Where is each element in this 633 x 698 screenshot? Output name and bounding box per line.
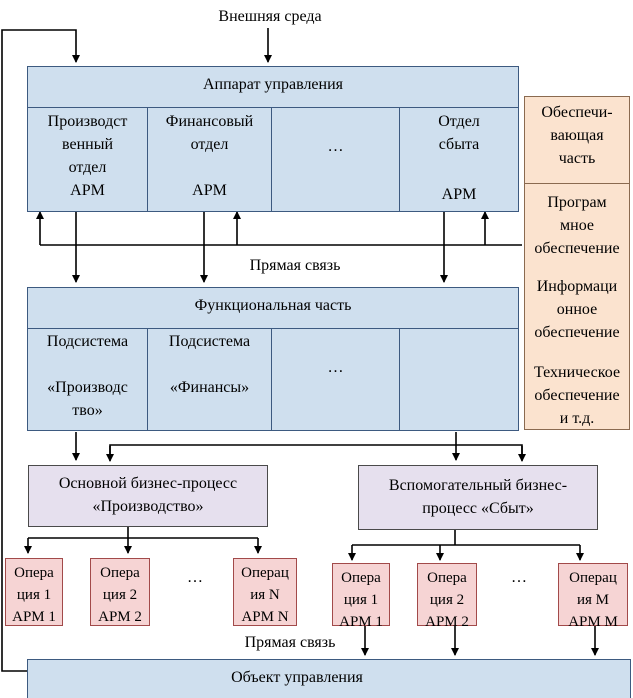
management-object: Объект управления (27, 659, 631, 698)
subsystem-ellipsis: … (272, 328, 400, 430)
operation-right-2: Опера ция 2 АРМ 2 (417, 563, 477, 630)
functional-title: Функциональная часть (194, 297, 352, 314)
main-business-process: Основной бизнес-процесс «Производство» (28, 465, 268, 527)
department-ellipsis: … (272, 107, 400, 211)
support-information: Информаци онное обеспечение (534, 278, 620, 341)
support-title: Обеспечи- вающая часть (541, 104, 613, 167)
operation-left-n: Операц ия N АРМ N (233, 558, 297, 626)
department-production: Производст венный отдел АРМ (28, 107, 148, 211)
support-software: Програм мное обеспечение (534, 194, 620, 257)
operation-left-1: Опера ция 1 АРМ 1 (5, 558, 63, 626)
management-apparatus: Аппарат управления Производст венный отд… (27, 66, 519, 212)
support-part: Обеспечи- вающая часть Програм мное обес… (524, 96, 630, 430)
management-title: Аппарат управления (202, 76, 344, 93)
subsystem-finance: Подсистема «Финансы» (148, 328, 272, 430)
environment-label: Внешняя среда (218, 8, 322, 25)
functional-part: Функциональная часть Подсистема «Произво… (27, 287, 519, 431)
aux-business-process: Вспомогательный бизнес- процесс «Сбыт» (358, 465, 598, 530)
support-technical: Техническое обеспечение и т.д. (533, 364, 621, 427)
operations-left-ellipsis: … (187, 569, 203, 586)
subsystem-empty (400, 328, 518, 430)
operation-right-m: Операц ия М АРМ М (558, 563, 628, 630)
subsystem-production: Подсистема «Производс тво» (28, 328, 148, 430)
direct-link-label: Прямая связь (249, 257, 341, 274)
department-sales: Отдел сбыта АРМ (438, 113, 480, 203)
operation-right-1: Опера ция 1 АРМ 1 (332, 563, 390, 630)
operation-left-2: Опера ция 2 АРМ 2 (90, 558, 150, 626)
direct-link-label-bottom: Прямая связь (244, 634, 336, 651)
operations-right-ellipsis: … (511, 569, 527, 586)
department-finance: Финансовый отдел АРМ (148, 107, 272, 211)
